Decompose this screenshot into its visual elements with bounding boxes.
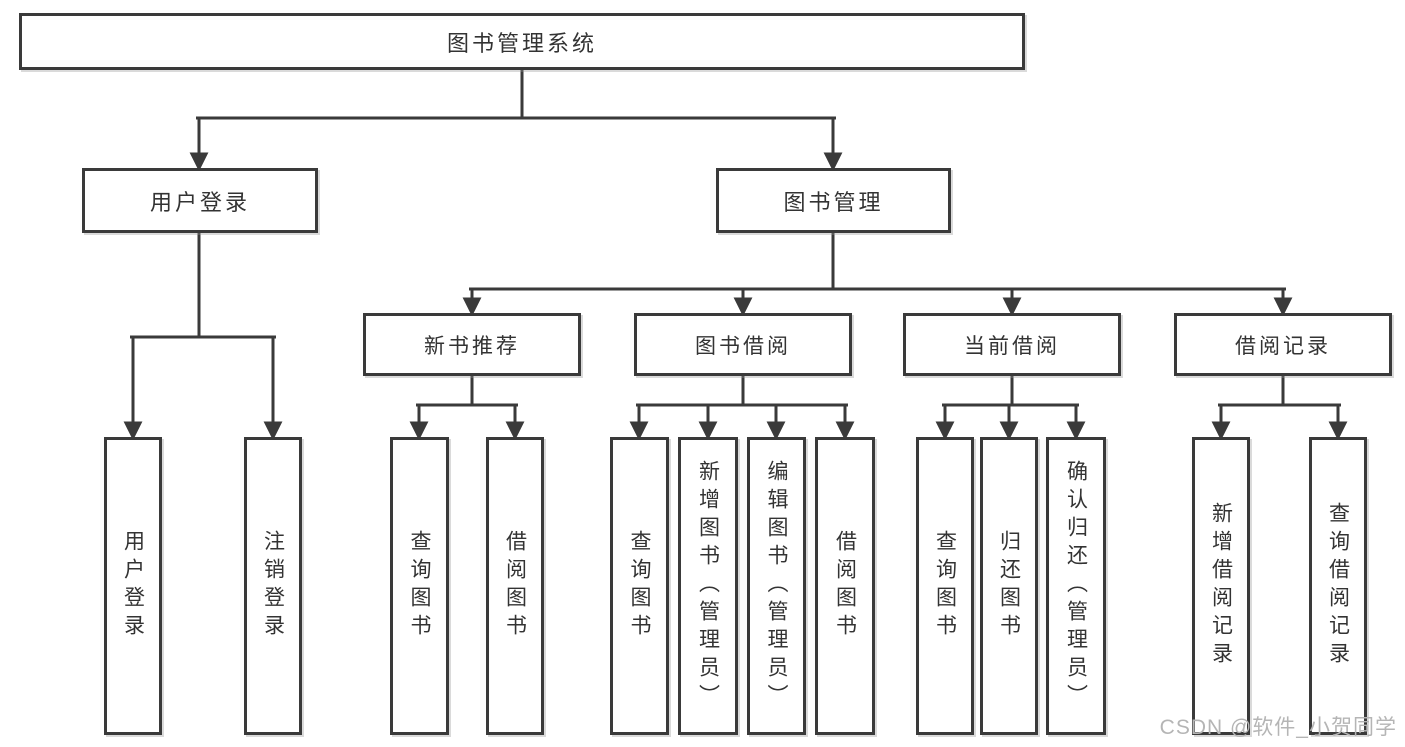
node-leaf-user-login: 用户登录	[104, 437, 162, 735]
node-label: 用户登录	[149, 189, 250, 215]
node-label: 注销登录	[261, 530, 285, 642]
node-label: 新书推荐	[424, 334, 520, 358]
node-leaf-borrow-books-1: 借阅图书	[486, 437, 544, 735]
node-label: 当前借阅	[964, 334, 1060, 358]
node-leaf-logout: 注销登录	[244, 437, 302, 735]
node-current-borrowing: 当前借阅	[903, 313, 1121, 376]
node-label: 借阅记录	[1235, 334, 1331, 358]
csdn-watermark: CSDN @软件_小贺同学	[1159, 716, 1397, 739]
node-root-library-system: 图书管理系统	[19, 13, 1025, 70]
node-label: 查询借阅记录	[1326, 502, 1350, 670]
node-leaf-confirm-return-admin: 确认归还（管理员）	[1046, 437, 1106, 735]
node-label: 图书管理系统	[446, 30, 597, 56]
node-leaf-query-books-3: 查询图书	[916, 437, 974, 735]
node-label: 查询图书	[628, 530, 651, 642]
node-leaf-add-borrow-record: 新增借阅记录	[1192, 437, 1250, 735]
node-leaf-return-books: 归还图书	[980, 437, 1038, 735]
node-borrowing-records: 借阅记录	[1174, 313, 1392, 376]
node-new-book-recommend: 新书推荐	[363, 313, 581, 376]
node-book-management-branch: 图书管理	[716, 168, 951, 233]
node-leaf-borrow-books-2: 借阅图书	[815, 437, 875, 735]
node-leaf-edit-books-admin: 编辑图书（管理员）	[747, 437, 806, 735]
node-label: 编辑图书（管理员）	[765, 460, 788, 712]
node-leaf-add-books-admin: 新增图书（管理员）	[678, 437, 738, 735]
node-label: 新增借阅记录	[1209, 502, 1233, 670]
node-label: 确认归还（管理员）	[1064, 460, 1088, 712]
node-label: 用户登录	[121, 530, 145, 642]
node-label: 查询图书	[933, 530, 957, 642]
node-label: 借阅图书	[503, 530, 527, 642]
node-label: 新增图书（管理员）	[696, 460, 720, 712]
node-leaf-query-books-2: 查询图书	[610, 437, 669, 735]
node-label: 图书管理	[783, 189, 884, 215]
node-book-borrowing: 图书借阅	[634, 313, 852, 376]
node-leaf-query-borrow-record: 查询借阅记录	[1309, 437, 1367, 735]
node-label: 借阅图书	[833, 530, 857, 642]
node-label: 归还图书	[997, 530, 1021, 642]
node-label: 查询图书	[408, 530, 431, 642]
node-label: 图书借阅	[695, 334, 791, 358]
node-leaf-query-books-1: 查询图书	[390, 437, 449, 735]
node-user-login-branch: 用户登录	[82, 168, 318, 233]
